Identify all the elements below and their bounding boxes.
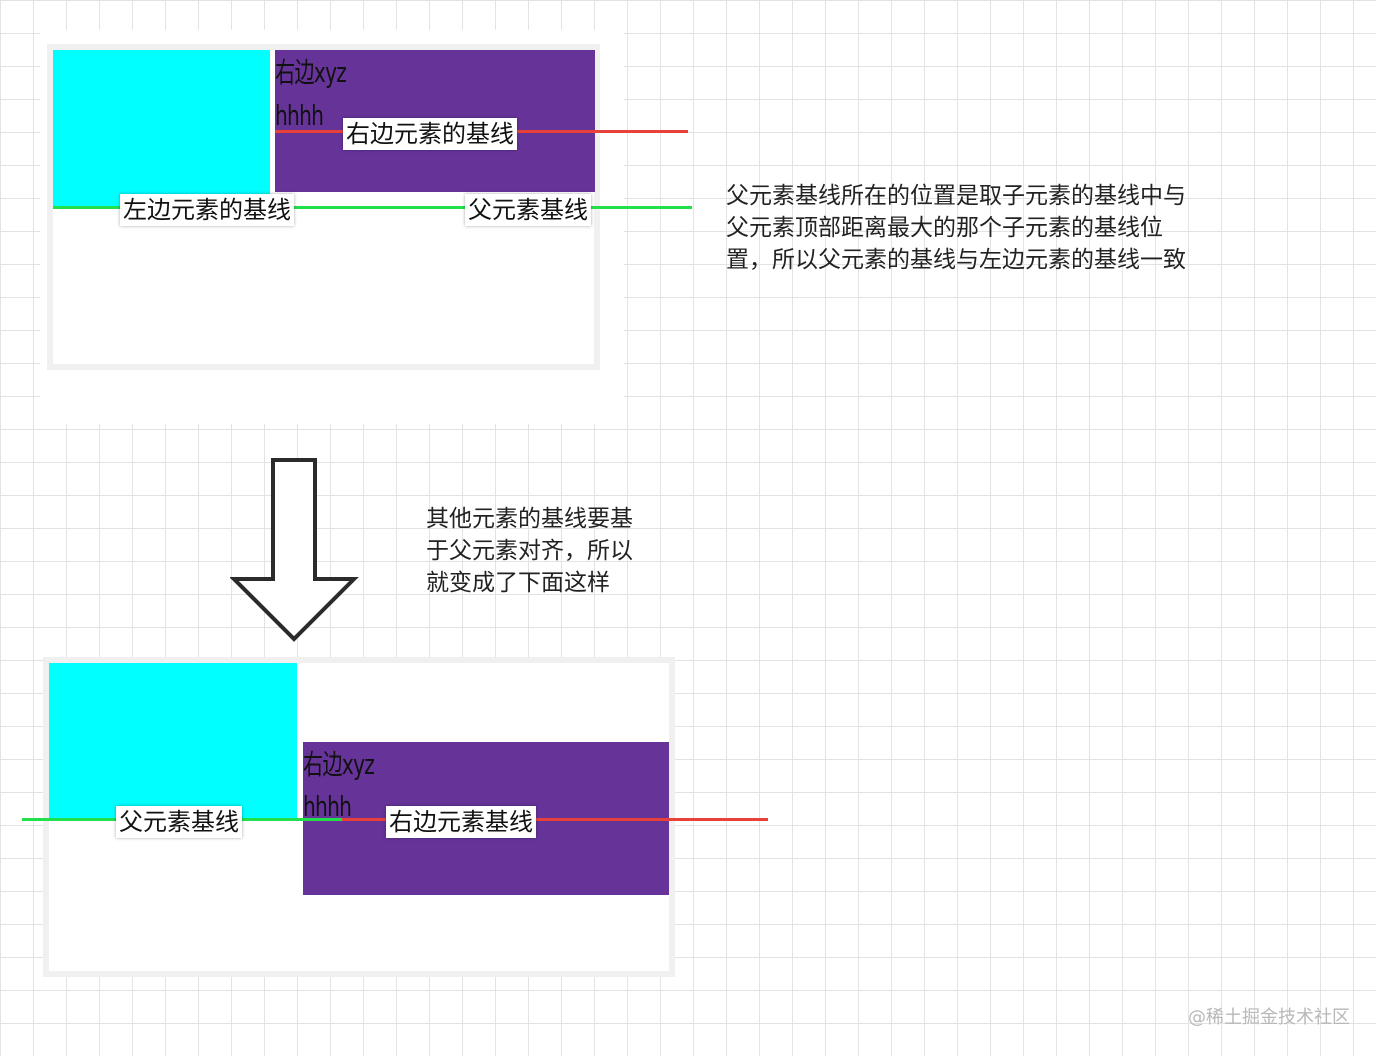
top-right-box-text-line2: hhhh xyxy=(275,99,324,132)
transition-note-line: 其他元素的基线要基 xyxy=(426,506,633,532)
explanation-note-line: 父元素顶部距离最大的那个子元素的基线位 xyxy=(726,215,1163,241)
transition-note-line: 于父元素对齐，所以 xyxy=(426,538,633,564)
explanation-note: 父元素基线所在的位置是取子元素的基线中与 父元素顶部距离最大的那个子元素的基线位… xyxy=(726,180,1286,276)
top-left-cyan-box xyxy=(53,50,270,207)
top-left-baseline-label: 左边元素的基线 xyxy=(120,194,294,226)
transition-note: 其他元素的基线要基 于父元素对齐，所以 就变成了下面这样 xyxy=(426,503,686,599)
explanation-note-line: 置，所以父元素的基线与左边元素的基线一致 xyxy=(726,247,1186,273)
top-right-box-text-line1: 右边xyz xyxy=(275,56,347,89)
watermark: @稀土掘金技术社区 xyxy=(1188,1007,1350,1028)
down-arrow-icon xyxy=(230,458,359,642)
top-parent-baseline-label: 父元素基线 xyxy=(465,194,591,226)
bottom-red-baseline xyxy=(342,818,768,821)
bottom-right-box-text-line2: hhhh xyxy=(303,790,352,823)
bottom-parent-baseline-label: 父元素基线 xyxy=(116,806,242,838)
top-green-baseline xyxy=(53,206,692,209)
transition-note-line: 就变成了下面这样 xyxy=(426,570,610,596)
bottom-left-cyan-box xyxy=(49,663,297,820)
explanation-note-line: 父元素基线所在的位置是取子元素的基线中与 xyxy=(726,183,1186,209)
bottom-right-box-text-line1: 右边xyz xyxy=(303,748,375,781)
bottom-right-baseline-label: 右边元素基线 xyxy=(386,806,536,838)
top-right-baseline-label: 右边元素的基线 xyxy=(343,118,517,150)
